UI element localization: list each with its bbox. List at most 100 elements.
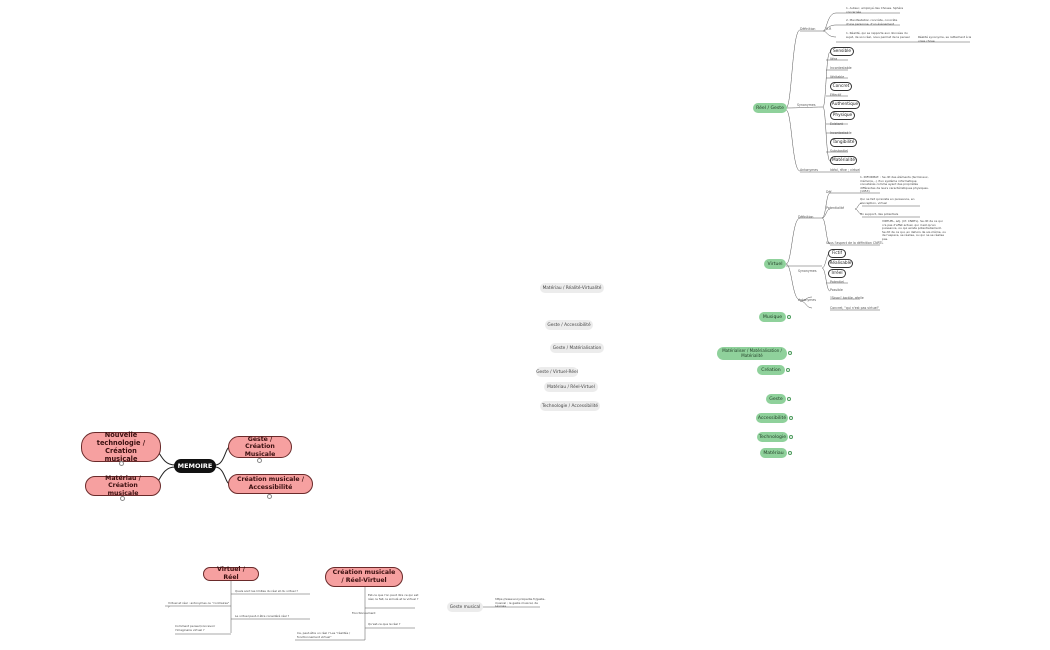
syn-small: Effectif (830, 93, 842, 97)
label: Matérialiser / Matérialisation / Matéria… (722, 347, 782, 358)
virtuel-synonymes-label: Synonymes (798, 269, 817, 273)
topic-geste-creation[interactable]: Geste / Création Musicale (228, 436, 292, 458)
vr-text-3: Le virtuel peut-il être considéré réel ? (235, 614, 290, 618)
label: Réel / Geste (756, 105, 784, 111)
topic-materiau-realite[interactable]: Matériau / Réalité-Virtualité (540, 283, 604, 293)
reel-def-extra: Réalité synonyme, se rattachant à la vra… (918, 35, 972, 43)
topic-nouvelle-technologie[interactable]: Nouvelle technologie / Création musicale (81, 431, 161, 463)
comment-icon[interactable] (120, 496, 125, 501)
label: Technologie (758, 434, 787, 440)
reel-antonymes-text: Idéal, rêve ; virtuel (830, 168, 861, 172)
topic-geste-musical[interactable]: Geste musical (447, 602, 483, 612)
vr-text-2: Virtuel et réel : antonymes ou "contrair… (168, 601, 230, 609)
topic-geste-materialisation[interactable]: Geste / Matérialisation (550, 343, 604, 353)
comment-icon[interactable] (119, 461, 124, 466)
label: Réalisable (829, 261, 852, 266)
expand-toggle-icon[interactable] (788, 451, 792, 455)
topic-materiau-creation-label: Matériau / Création musicale (105, 474, 141, 497)
label: Matériau (763, 450, 784, 456)
label: Virtuel (767, 261, 783, 267)
syn-small: Incontestable (830, 66, 852, 70)
label: Authentique (831, 102, 859, 107)
syn-small: Possible (830, 288, 843, 292)
label: Geste (769, 396, 783, 402)
syn-small: Incontestable (830, 131, 852, 135)
syn-fictif[interactable]: Fictif (828, 249, 846, 258)
topic-creation[interactable]: Création (757, 365, 785, 375)
label: Accessibilité (757, 415, 787, 421)
comment-icon[interactable] (267, 494, 272, 499)
expand-toggle-icon[interactable] (789, 416, 793, 420)
virtuel-definition-label: Définition (798, 215, 814, 219)
topic-nouvelle-technologie-label: Nouvelle technologie / Création musicale (96, 431, 146, 463)
syn-tangibilite[interactable]: Tangibilité (830, 138, 857, 147)
topic-virtuel[interactable]: Virtuel (764, 259, 786, 269)
topic-creation-reel-virtuel[interactable]: Création musicale / Réel-Virtuel (325, 567, 403, 587)
virtuel-def2-text-2: Un support, des potentiels (860, 212, 899, 216)
reel-def-sub: R.R (826, 27, 832, 31)
virtuel-antonymes-label: Antonymes (798, 298, 817, 302)
reel-def-text-3: 1. Réalité, qui se rapporte aux données … (846, 31, 910, 39)
syn-realisable[interactable]: Réalisable (828, 259, 853, 268)
syn-small: Substantiel (830, 149, 848, 153)
topic-accessibilite[interactable]: Accessibilité (756, 413, 788, 423)
expand-toggle-icon[interactable] (786, 368, 790, 372)
topic-creation-accessibilite-label: Création musicale / Accessibilité (236, 476, 305, 491)
syn-small: Véritable (830, 75, 845, 79)
syn-irreel[interactable]: Irréel (828, 269, 846, 278)
root-node[interactable]: MEMOIRE (174, 459, 216, 473)
label: Technologie / Accessibilité (541, 403, 599, 409)
topic-musique[interactable]: Musique (759, 312, 786, 322)
expand-toggle-icon[interactable] (788, 351, 792, 355)
topic-materialisation[interactable]: Matérialiser / Matérialisation / Matéria… (717, 347, 787, 360)
label: Sensible (832, 49, 852, 54)
label: Matériau / Réel-Virtuel (547, 384, 595, 390)
reel-antonymes-label: Antonymes (800, 168, 819, 172)
topic-reel-geste[interactable]: Réel / Geste (753, 103, 787, 113)
syn-authentique[interactable]: Authentique (830, 100, 860, 109)
topic-creation-accessibilite[interactable]: Création musicale / Accessibilité (228, 474, 313, 494)
expand-toggle-icon[interactable] (789, 435, 793, 439)
virtuel-def-text: 1. INFORMAT. : Se dit des éléments (term… (860, 175, 929, 194)
label: Matériau / Réalité-Virtualité (542, 285, 602, 291)
label: Fictif (831, 251, 843, 256)
label: Tangibilité (832, 140, 855, 145)
vr-text-1: Quels sont les limites du réel et du vir… (235, 589, 298, 593)
expand-toggle-icon[interactable] (787, 315, 791, 319)
topic-materiau-creation[interactable]: Matériau / Création musicale (85, 474, 161, 497)
syn-sensible[interactable]: Sensible (830, 47, 854, 56)
syn-small: Potentiel (830, 280, 844, 284)
syn-small: Existant (830, 122, 843, 126)
vr-text-4: Comment penser/concevoir l'imaginaire vi… (175, 624, 216, 632)
reel-synonymes-label: Synonymes (797, 103, 816, 107)
comment-icon[interactable] (257, 458, 262, 463)
syn-small: Véra (830, 57, 838, 61)
topic-technologie[interactable]: Technologie (757, 432, 788, 442)
syn-concret[interactable]: Concret (830, 82, 852, 91)
cr-text-1: Est-ce que l'on peut dire ce qui est rée… (368, 593, 419, 601)
topic-geste[interactable]: Geste (766, 394, 786, 404)
topic-materiau[interactable]: Matériau (760, 448, 787, 458)
topic-geste-accessibilite[interactable]: Geste / Accessibilité (545, 320, 593, 330)
topic-materiau-reel-virtuel[interactable]: Matériau / Réel-Virtuel (544, 382, 598, 392)
syn-physique[interactable]: Physique (830, 111, 855, 120)
topic-geste-virtuel-reel[interactable]: Geste / Virtuel-Réel (536, 367, 578, 377)
label: Matérialité (832, 158, 855, 163)
topic-technologie-accessibilite[interactable]: Technologie / Accessibilité (540, 401, 600, 411)
label: Geste musical (449, 604, 481, 610)
root-label: MEMOIRE (177, 462, 213, 470)
virtuel-ant-text-1: "Sinon" tactile, réelle (830, 296, 864, 300)
reel-def-text-2: 2. Manifestation concrète, concrète d'un… (846, 18, 898, 26)
label: Création (761, 367, 781, 373)
label: Concret (832, 84, 850, 89)
label: Irréel (831, 271, 843, 276)
virtuel-def3-text: VIRTUEL, adj. (Cf. CNRTL). Se dit de ce … (882, 219, 946, 241)
topic-virtuel-reel[interactable]: Virtuel / Réel (203, 566, 259, 581)
expand-toggle-icon[interactable] (787, 397, 791, 401)
geste-musical-link[interactable]: https://www.encyclopedie.fr/geste-musica… (495, 597, 546, 609)
label: Création musicale / Réel-Virtuel (332, 569, 396, 584)
label: Geste / Virtuel-Réel (536, 369, 578, 375)
syn-materialite[interactable]: Matérialité (830, 156, 857, 165)
